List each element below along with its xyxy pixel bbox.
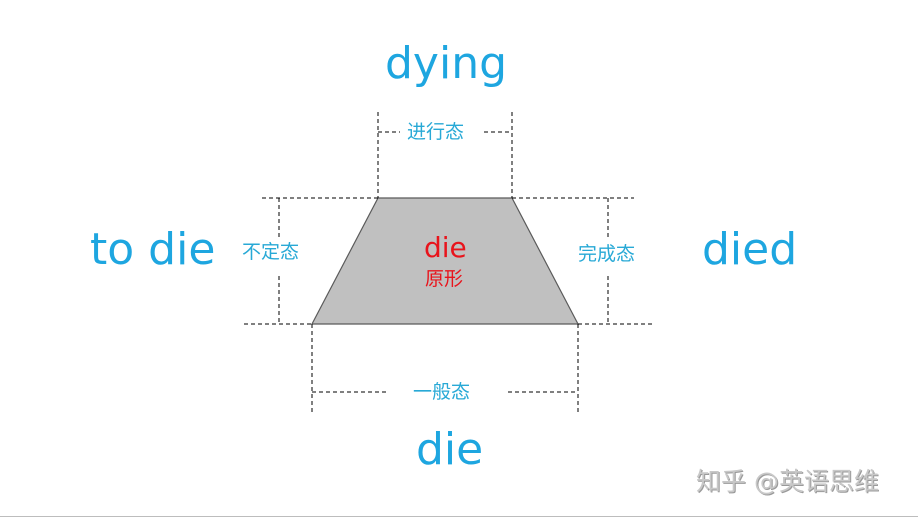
bottom-word-die: die (416, 424, 484, 475)
bottom-divider (0, 516, 918, 517)
center-word-die: die (424, 231, 467, 264)
left-tense-label: 不定态 (238, 243, 304, 262)
center-base-form-label: 原形 (425, 268, 464, 290)
watermark: 知乎 @英语思维 (696, 467, 879, 496)
dimension-lines (244, 112, 652, 412)
top-word-dying: dying (385, 38, 508, 89)
left-word-to-die: to die (90, 224, 216, 275)
bottom-tense-label: 一般态 (409, 383, 475, 402)
right-word-died: died (702, 224, 798, 275)
top-tense-label: 进行态 (403, 123, 469, 142)
right-tense-label: 完成态 (574, 245, 640, 264)
